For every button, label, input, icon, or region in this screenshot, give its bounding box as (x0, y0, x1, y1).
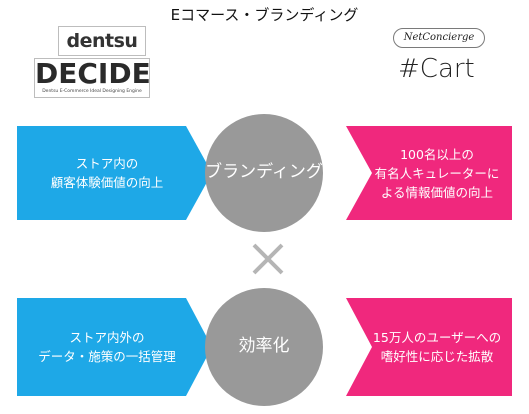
dentsu-logo: dentsu (58, 26, 146, 56)
cart-logo: #Cart (398, 54, 475, 84)
efficiency-label: 効率化 (238, 336, 290, 356)
right-label-top: 100名以上の 有名人キュレーターに よる情報価値の向上 (362, 145, 512, 202)
page-title: Eコマース・ブランディング (170, 6, 359, 24)
pink-arrow-bottom (346, 298, 512, 396)
right-label-bottom-line1: 15万人のユーザーへの (372, 330, 502, 345)
left-label-bottom: ストア内外の データ・施策の一括管理 (17, 328, 197, 366)
branding-circle (205, 114, 323, 232)
efficiency-circle (205, 288, 323, 406)
left-label-top-line1: ストア内の (75, 156, 139, 171)
left-label-top: ストア内の 顧客体験価値の向上 (17, 154, 197, 192)
right-label-top-line2: 有名人キュレーターに (374, 166, 500, 181)
blue-arrow-top (17, 126, 212, 220)
right-label-top-line3: よる情報価値の向上 (380, 185, 494, 200)
right-label-bottom-line2: 嗜好性に応じた拡散 (380, 349, 494, 364)
left-label-bottom-line1: ストア内外の (69, 330, 145, 345)
cross-line-b (252, 243, 284, 275)
left-label-bottom-line2: データ・施策の一括管理 (38, 349, 176, 364)
decide-logo: DECIDE Dentsu E-Commerce Ideal Designing… (34, 57, 151, 98)
netconcierge-logo: NetConcierge (393, 28, 485, 48)
decide-logo-tagline: Dentsu E-Commerce Ideal Designing Engine (42, 89, 142, 94)
pink-arrow-top (346, 126, 512, 220)
decide-logo-text: DECIDE (35, 57, 151, 90)
blue-arrow-bottom (17, 298, 212, 396)
left-label-top-line2: 顧客体験価値の向上 (50, 175, 164, 190)
right-label-top-line1: 100名以上の (400, 147, 474, 162)
right-label-bottom: 15万人のユーザーへの 嗜好性に応じた拡散 (362, 328, 512, 366)
branding-label: ブランディング (205, 162, 323, 182)
